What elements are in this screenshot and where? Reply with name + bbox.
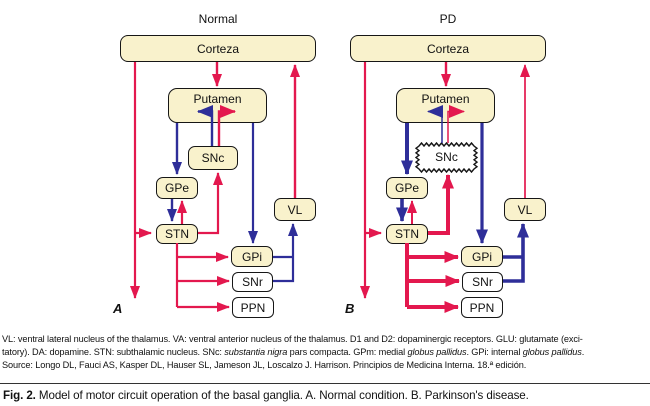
- box-gpe-normal-label: GPe: [164, 181, 189, 195]
- box-vl-pd: VL: [504, 198, 546, 221]
- box-vl-normal-label: VL: [287, 202, 303, 217]
- arrow-snr-vl-normal: [273, 223, 298, 283]
- box-putamen-pd-label: Putamen: [421, 92, 470, 106]
- box-ppn-normal: PPN: [232, 297, 274, 318]
- box-snc-normal: SNc: [188, 146, 238, 170]
- box-putamen-pd: Putamen: [396, 88, 495, 123]
- box-ppn-pd: PPN: [461, 297, 503, 318]
- panel-title-normal: Normal: [198, 12, 238, 26]
- box-putamen-normal-label: Putamen: [193, 92, 242, 106]
- arrow-stn-snc-pd-thick: [428, 174, 454, 235]
- box-gpi-normal: GPi: [231, 246, 273, 267]
- box-gpe-normal: GPe: [156, 177, 198, 199]
- arrow-snr-vl-pd-thick: [503, 223, 529, 283]
- figure-caption-text: Model of motor circuit operation of the …: [35, 389, 529, 402]
- caption-line-2-italic: globus pallidus: [407, 347, 467, 357]
- caption-line-2-part: pars compacta. GPm: medial: [287, 347, 408, 357]
- box-stn-pd: STN: [386, 224, 428, 244]
- caption-line-3-source: Source: Longo DL, Fauci AS, Kasper DL, H…: [2, 360, 527, 370]
- caption-divider-line: [0, 383, 650, 384]
- panel-title-pd: PD: [439, 12, 457, 26]
- box-corteza-pd: Corteza: [350, 35, 546, 62]
- box-ppn-pd-label: PPN: [469, 300, 495, 315]
- box-corteza-pd-label: Corteza: [426, 41, 470, 56]
- box-vl-normal: VL: [274, 198, 316, 221]
- box-gpe-pd-label: GPe: [394, 181, 419, 195]
- caption-line-2-part: . GPi: internal: [466, 347, 523, 357]
- box-snc-normal-label: SNc: [201, 151, 225, 165]
- box-snr-pd: SNr: [462, 272, 503, 292]
- caption-line-1: VL: ventral lateral nucleus of the thala…: [2, 334, 583, 344]
- box-corteza-normal-label: Corteza: [196, 41, 240, 56]
- box-stn-normal: STN: [156, 224, 198, 244]
- abbreviation-caption: VL: ventral lateral nucleus of the thala…: [2, 333, 650, 372]
- panel-letter-b: B: [345, 301, 355, 316]
- caption-line-2-italic: substantia nigra: [224, 347, 288, 357]
- figure-caption-number: Fig. 2.: [3, 389, 36, 402]
- box-ppn-normal-label: PPN: [240, 300, 266, 315]
- caption-line-2-italic: globus pallidus: [522, 347, 582, 357]
- box-gpe-pd: GPe: [386, 177, 428, 199]
- box-snr-normal: SNr: [232, 272, 273, 292]
- box-snc-pd-label: SNc: [435, 150, 458, 164]
- box-corteza-normal: Corteza: [120, 35, 316, 62]
- box-snc-pd-jagged-outline: [414, 141, 479, 174]
- box-gpi-pd-label: GPi: [471, 249, 492, 264]
- panel-letter-a: A: [113, 301, 123, 316]
- arrow-stn-snc-normal: [198, 172, 223, 235]
- caption-line-2: tatory). DA: dopamine. STN: subthalamic …: [2, 346, 650, 359]
- caption-line-2-part: tatory). DA: dopamine. STN: subthalamic …: [2, 347, 225, 357]
- box-stn-normal-label: STN: [165, 227, 189, 241]
- figure-caption: Fig. 2. Model of motor circuit operation…: [3, 389, 648, 402]
- box-stn-pd-label: STN: [395, 227, 419, 241]
- box-gpi-pd: GPi: [461, 246, 503, 267]
- box-snr-pd-label: SNr: [472, 275, 493, 289]
- caption-line-2-part: .: [581, 347, 585, 357]
- box-putamen-normal: Putamen: [168, 88, 267, 123]
- box-gpi-normal-label: GPi: [241, 249, 262, 264]
- box-snr-normal-label: SNr: [242, 275, 263, 289]
- box-vl-pd-label: VL: [517, 202, 533, 217]
